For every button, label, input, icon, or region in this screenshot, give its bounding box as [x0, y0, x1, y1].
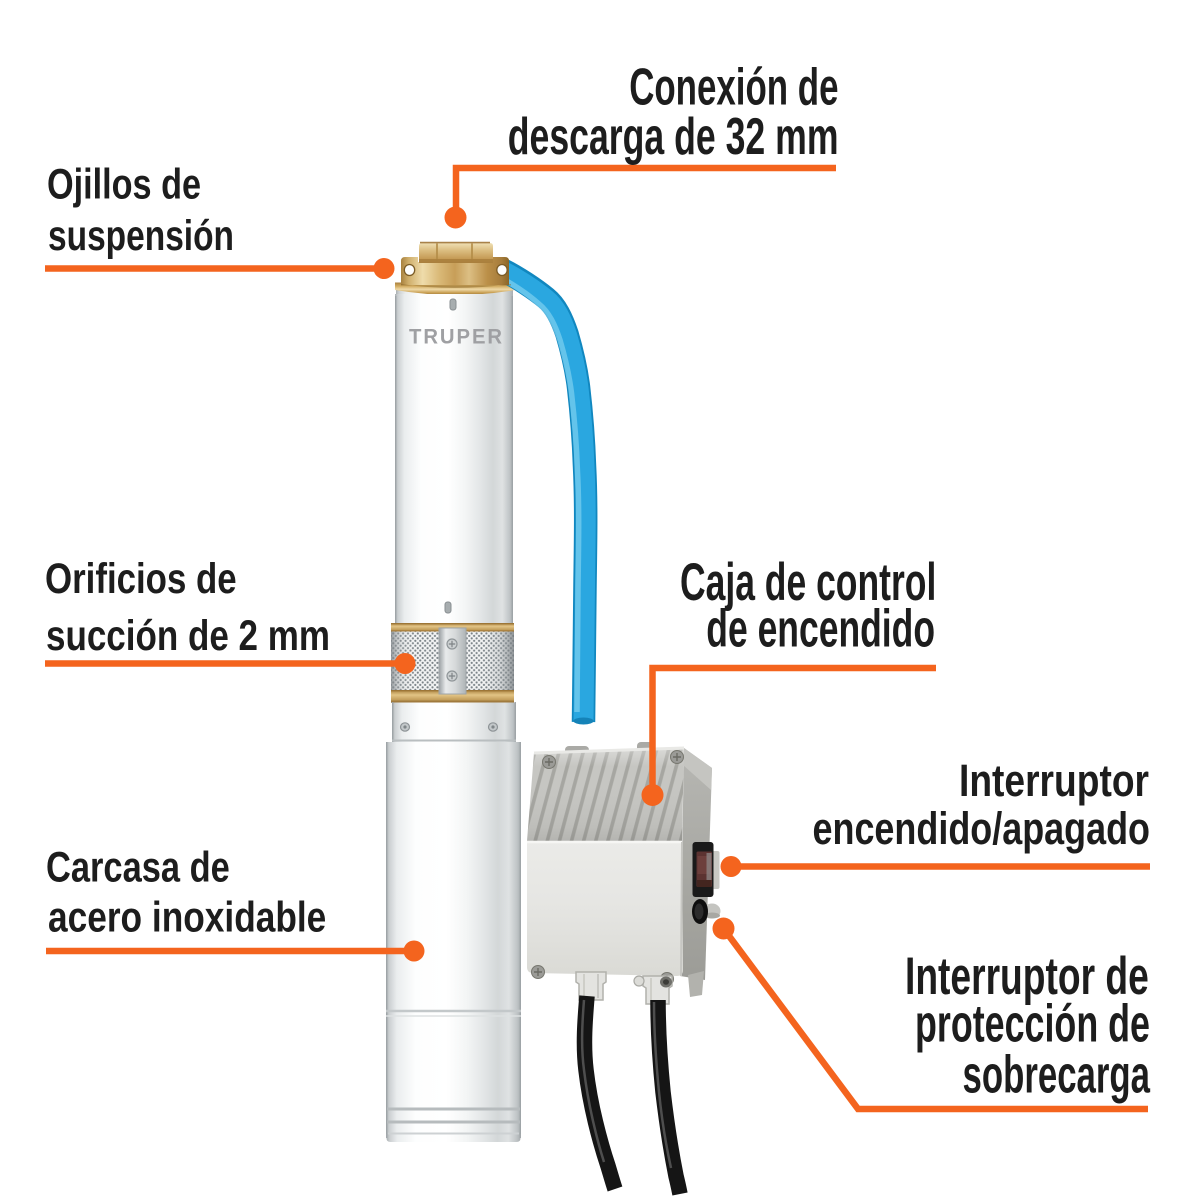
svg-text:succión de 2 mm: succión de 2 mm	[46, 612, 330, 660]
svg-text:Carcasa de: Carcasa de	[46, 843, 230, 891]
svg-text:descarga de 32 mm: descarga de 32 mm	[508, 108, 839, 166]
svg-text:acero inoxidable: acero inoxidable	[48, 893, 326, 941]
svg-text:TRUPER: TRUPER	[409, 326, 504, 349]
svg-text:Conexión de: Conexión de	[629, 58, 838, 116]
svg-text:Ojillos de: Ojillos de	[47, 161, 201, 209]
svg-text:protección de: protección de	[915, 994, 1150, 1053]
svg-text:Orificios de: Orificios de	[45, 555, 237, 603]
svg-text:suspensión: suspensión	[48, 212, 234, 260]
svg-text:encendido/apagado: encendido/apagado	[813, 803, 1151, 854]
svg-text:Interruptor de: Interruptor de	[905, 947, 1149, 1006]
svg-text:Caja de control: Caja de control	[680, 553, 936, 612]
svg-text:sobrecarga: sobrecarga	[963, 1046, 1151, 1105]
svg-text:Interruptor: Interruptor	[959, 755, 1149, 806]
svg-text:de encendido: de encendido	[706, 600, 935, 659]
